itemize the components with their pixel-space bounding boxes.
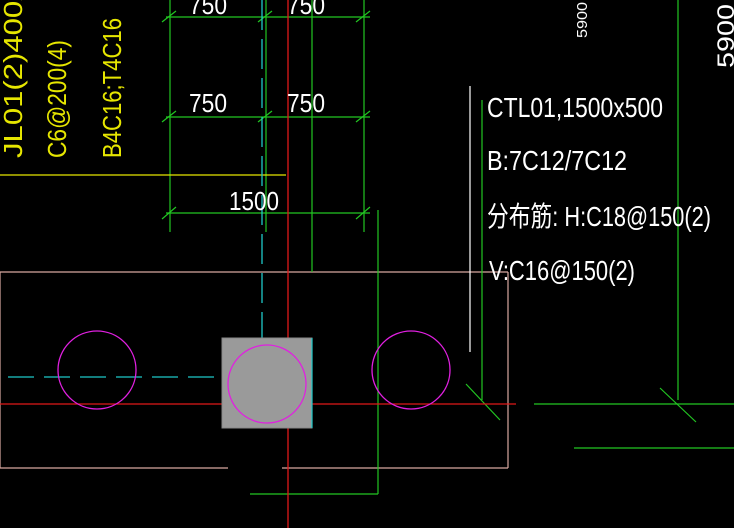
dim-top-left: 750 (189, 0, 227, 20)
annotation-vertical-rebar: V:C16@150(2) (489, 255, 635, 286)
pile-center[interactable] (227, 344, 307, 424)
annotation-cap-name: CTL01,1500x500 (487, 92, 663, 123)
dim-mid-right: 750 (287, 88, 325, 118)
side-dim-left: 5900 (574, 2, 591, 38)
beam-label-name: JL01(2)400x8 (0, 0, 28, 158)
dim-top-right: 750 (287, 0, 325, 20)
pile-right[interactable] (371, 330, 451, 410)
dimension-lines (161, 10, 371, 220)
beam-label-rebar: B4C16;T4C16 (97, 18, 127, 158)
dim-total: 1500 (229, 186, 279, 216)
cyan-centerlines (8, 0, 263, 378)
dim-mid-left: 750 (189, 88, 227, 118)
annotation-bottom-rebar: B:7C12/7C12 (487, 145, 627, 176)
pile-cap-outline (0, 271, 509, 469)
pile-left[interactable] (57, 330, 137, 410)
annotation-distribution-rebar: 分布筋: H:C18@150(2) (487, 201, 711, 232)
column-block[interactable] (221, 337, 313, 429)
beam-label-stirrup: C6@200(4) (42, 40, 72, 158)
side-dim-right: 5900 (713, 4, 734, 68)
red-axis-lines (0, 0, 516, 528)
